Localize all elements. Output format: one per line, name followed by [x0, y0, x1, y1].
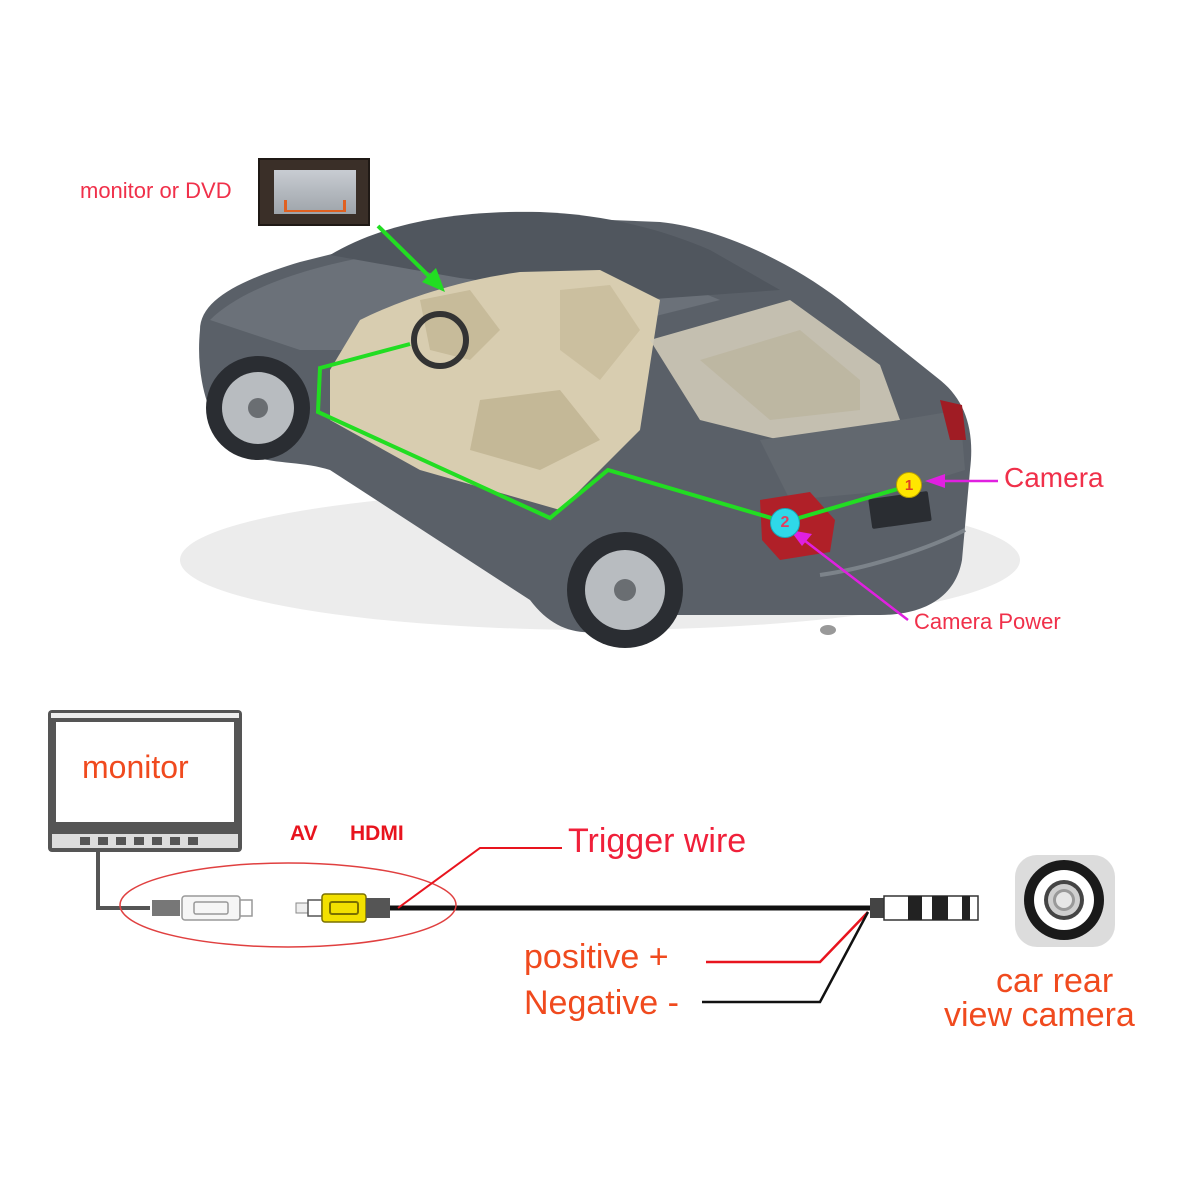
rca-plug: [321, 893, 367, 923]
negative-wire: [702, 911, 870, 1004]
camera-power-label: Camera Power: [914, 609, 1061, 634]
negative-label: Negative -: [524, 984, 679, 1022]
monitor-label: monitor: [82, 749, 189, 785]
positive-wire: [706, 911, 869, 964]
camera-label-line2: view camera: [944, 996, 1135, 1034]
av-connector: [181, 895, 241, 921]
hdmi-label: HDMI: [350, 822, 404, 845]
camera-marker-1: 1: [896, 472, 922, 498]
camera-power-marker-2: 2: [770, 508, 800, 538]
camera-label-line1: car rear: [996, 962, 1114, 1000]
trigger-wire-label: Trigger wire: [568, 822, 747, 860]
camera-label: Camera: [1004, 462, 1104, 493]
positive-label: positive +: [524, 938, 669, 976]
power-pointer-arrow: [799, 536, 909, 621]
dvd-monitor-thumbnail: [258, 158, 370, 226]
connector-highlight-ellipse: [119, 862, 457, 948]
monitor-pointer-arrow: [376, 224, 440, 287]
av-label: AV: [290, 822, 318, 845]
monitor-dvd-label: monitor or DVD: [80, 178, 232, 203]
trigger-wire-line: [397, 847, 562, 909]
